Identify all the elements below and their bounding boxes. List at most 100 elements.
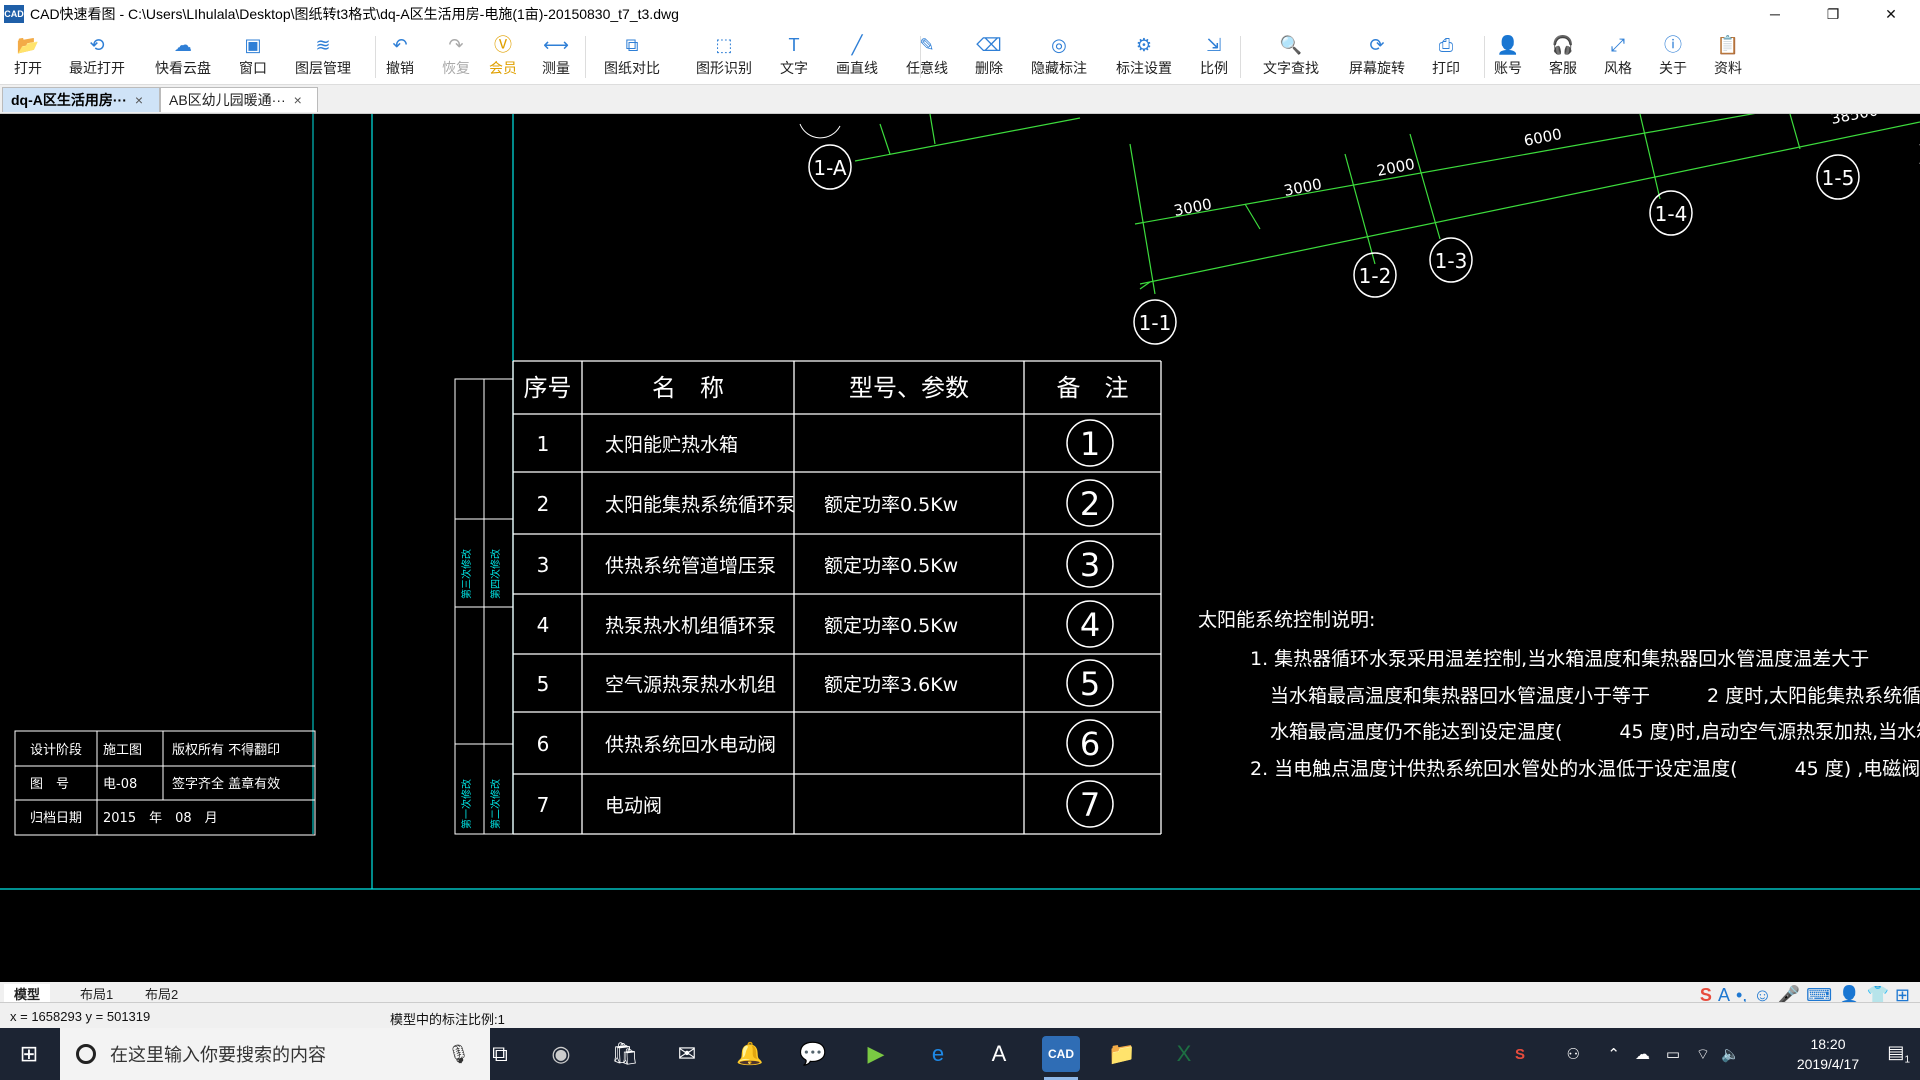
clock[interactable]: 18:20 2019/4/17 xyxy=(1788,1034,1868,1074)
toolbar-button-15[interactable]: ◎隐藏标注 xyxy=(1022,28,1096,78)
tab-model[interactable]: 模型 xyxy=(4,984,51,1002)
cad-drawing[interactable]: 1-A 1-1 1-2 1-3 1-4 1-5 3000 3000 2000 6… xyxy=(0,83,1920,982)
wifi-icon[interactable]: ⌔ xyxy=(1695,1045,1710,1063)
table-grid xyxy=(512,360,1162,835)
ime-icon-5[interactable]: ⌨ xyxy=(1806,985,1833,1005)
style-icon: ⤢ xyxy=(1610,35,1626,55)
scale-icon: ⇲ xyxy=(1206,35,1222,55)
ime-icon-4[interactable]: 🎤 xyxy=(1777,985,1801,1005)
control-notes: 太阳能系统控制说明: 1. 集热器循环水泵采用温差控制,当水箱温度和集热器回水管… xyxy=(1198,609,1920,780)
toolbar-label: 恢复 xyxy=(442,60,470,76)
sogou-icon[interactable]: S xyxy=(1514,1045,1525,1063)
toolbar-button-22[interactable]: 🎧客服 xyxy=(1541,28,1585,78)
toolbar-button-14[interactable]: ⌫删除 xyxy=(967,28,1011,78)
ime-icon-0[interactable]: S xyxy=(1699,985,1712,1005)
tab-dq-a[interactable]: dq-A区生活用房··· × xyxy=(2,87,160,112)
battery-icon[interactable]: ▭ xyxy=(1665,1046,1680,1063)
mail-icon[interactable]: ✉ xyxy=(677,1041,697,1066)
ime-icon-3[interactable]: ☺ xyxy=(1753,985,1772,1005)
toolbar-label: 资料 xyxy=(1714,60,1742,76)
toolbar-button-5[interactable]: ↶撤销 xyxy=(378,28,422,78)
toolbar-label: 文字查找 xyxy=(1263,60,1319,76)
window-title: CAD快速看图 - C:\Users\LIhulala\Desktop\图纸转t… xyxy=(30,6,679,22)
start-button[interactable]: ⊞ xyxy=(19,1041,39,1066)
row-note: 5 xyxy=(1080,665,1100,703)
toolbar-button-10[interactable]: ⬚图形识别 xyxy=(687,28,761,78)
toolbar-button-2[interactable]: ☁快看云盘 xyxy=(146,28,220,78)
toolbar-button-19[interactable]: ⟳屏幕旋转 xyxy=(1340,28,1414,78)
toolbar-button-9[interactable]: ⧉ 图纸对比 xyxy=(595,28,669,78)
ime-icon-1[interactable]: A xyxy=(1717,985,1730,1005)
file-explorer-icon[interactable]: 📁 xyxy=(1108,1041,1136,1066)
restore-button[interactable]: ❐ xyxy=(1826,5,1840,22)
search-placeholder: 在这里输入你要搜索的内容 xyxy=(110,1045,326,1065)
qq-icon[interactable]: 🔔 xyxy=(736,1041,764,1066)
task-view-icon[interactable]: ⧉ xyxy=(492,1041,508,1066)
cad-viewer-icon[interactable]: CAD xyxy=(1042,1036,1080,1080)
svg-text:1. 集热器循环水泵采用温差控制,当水箱温度和集热器回水管温: 1. 集热器循环水泵采用温差控制,当水箱温度和集热器回水管温度温差大于 1 xyxy=(1250,648,1920,670)
ime-icon-8[interactable]: ⊞ xyxy=(1894,985,1910,1005)
pen-icon: ✎ xyxy=(919,35,935,55)
ime-icon-2[interactable]: •, xyxy=(1735,985,1748,1005)
store-icon[interactable]: 🛍 xyxy=(611,1041,639,1066)
toolbar-button-4[interactable]: ≋图层管理 xyxy=(286,28,360,78)
ime-icon-6[interactable]: 👤 xyxy=(1838,985,1861,1005)
close-tab-icon[interactable]: × xyxy=(293,92,302,108)
toolbar-button-12[interactable]: ╱画直线 xyxy=(828,28,886,78)
row-number: 5 xyxy=(537,672,550,696)
microphone-icon[interactable]: 🎙 xyxy=(447,1043,470,1064)
toolbar-label: 测量 xyxy=(542,60,570,76)
tab-ab[interactable]: AB区幼儿园暖通··· × xyxy=(160,87,318,112)
minimize-button[interactable]: ─ xyxy=(1770,6,1780,22)
toolbar-button-3[interactable]: ▣窗口 xyxy=(231,28,275,78)
toolbar-label: 图纸对比 xyxy=(604,60,660,76)
volume-icon[interactable]: 🔈 xyxy=(1721,1046,1740,1063)
cursor-coordinates: x = 1658293 y = 501319 xyxy=(10,1009,151,1024)
drawing-canvas[interactable]: 1-A 1-1 1-2 1-3 1-4 1-5 3000 3000 2000 6… xyxy=(0,83,1920,982)
axis-label-1-3: 1-3 xyxy=(1429,237,1473,283)
toolbar-button-25[interactable]: 📋资料 xyxy=(1706,28,1750,78)
redo-icon: ↷ xyxy=(448,35,464,55)
svg-text:归档日期: 归档日期 xyxy=(30,811,82,826)
tab-layout2[interactable]: 布局2 xyxy=(145,986,179,1002)
toolbar-button-18[interactable]: 🔍文字查找 xyxy=(1254,28,1328,78)
tab-layout1[interactable]: 布局1 xyxy=(80,986,114,1002)
toolbar-button-0[interactable]: 📂打开 xyxy=(6,28,50,78)
toolbar-label: 屏幕旋转 xyxy=(1349,60,1405,76)
excel-icon[interactable]: X xyxy=(1176,1041,1192,1066)
iqiyi-icon[interactable]: ▶ xyxy=(867,1041,885,1066)
toolbar-button-23[interactable]: ⤢风格 xyxy=(1596,28,1640,78)
close-tab-icon[interactable]: × xyxy=(134,92,144,108)
svg-text:1-3: 1-3 xyxy=(1435,249,1468,273)
onedrive-icon[interactable]: ☁ xyxy=(1635,1046,1650,1063)
toolbar-button-6[interactable]: ↷ 恢复 xyxy=(434,28,478,78)
taskbar-search[interactable]: 在这里输入你要搜索的内容 🎙 xyxy=(60,1028,490,1080)
text-editor-icon[interactable]: A xyxy=(991,1041,1007,1066)
row-name: 热泵热水机组循环泵 xyxy=(605,615,776,637)
toolbar-button-20[interactable]: ⎙打印 xyxy=(1424,28,1468,78)
close-button[interactable]: ✕ xyxy=(1885,5,1897,22)
compare-icon: ⧉ xyxy=(625,35,639,55)
browser-360-icon[interactable]: ◉ xyxy=(551,1041,571,1066)
toolbar-button-16[interactable]: ⚙标注设置 xyxy=(1107,28,1181,78)
toolbar-button-21[interactable]: 👤账号 xyxy=(1486,28,1530,78)
notification-icon[interactable]: ▤1 xyxy=(1887,1042,1910,1066)
svg-text:6000: 6000 xyxy=(1522,125,1563,150)
edge-icon[interactable]: e xyxy=(931,1041,945,1066)
tray-expand-icon[interactable]: ⌃ xyxy=(1607,1046,1620,1063)
table-header: 备 注 xyxy=(1057,374,1129,402)
toolbar-label: 会员 xyxy=(489,60,517,76)
row-note-circle xyxy=(1066,479,1114,527)
ime-icon-7[interactable]: 👕 xyxy=(1866,985,1889,1005)
toolbar-button-17[interactable]: ⇲比例 xyxy=(1192,28,1236,78)
toolbar-label: 撤销 xyxy=(386,60,414,76)
people-icon[interactable]: ⚇ xyxy=(1566,1046,1580,1063)
toolbar-button-1[interactable]: ⟲最近打开 xyxy=(60,28,134,78)
toolbar-button-8[interactable]: ⟷测量 xyxy=(534,28,578,78)
toolbar-button-13[interactable]: ✎任意线 xyxy=(898,28,956,78)
wechat-icon[interactable]: 💬 xyxy=(799,1041,827,1066)
